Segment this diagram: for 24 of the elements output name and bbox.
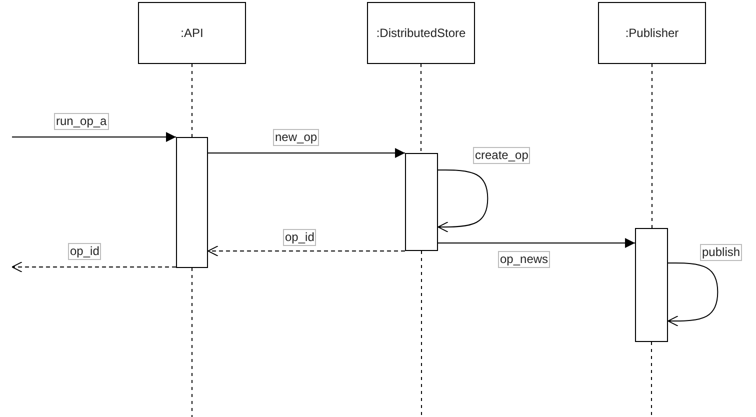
message-label: create_op — [473, 147, 530, 164]
message-arrow — [208, 246, 406, 256]
lifeline — [420, 64, 422, 154]
message-label: run_op_a — [54, 113, 109, 130]
message-arrow — [12, 132, 176, 142]
participant-name: :API — [180, 26, 204, 40]
self-call-arrow — [668, 262, 718, 326]
message-label: op_id — [283, 229, 316, 246]
participant-name: :Publisher — [625, 26, 679, 40]
activation-bar — [405, 153, 438, 251]
message-label: op_news — [498, 251, 550, 268]
self-call-arrow — [438, 170, 488, 232]
message-arrow — [438, 238, 636, 248]
lifeline-header-box — [367, 2, 475, 64]
lifeline-header-box — [138, 2, 246, 64]
lifeline-header-box — [598, 2, 706, 64]
activation-bar — [176, 137, 208, 268]
message-label: new_op — [273, 129, 320, 146]
message-arrow — [12, 262, 176, 272]
message-arrow — [208, 148, 406, 158]
message-label: publish — [700, 244, 742, 261]
participant-name: :DistributedStore — [376, 26, 466, 40]
message-label: op_id — [68, 243, 102, 260]
activation-bar — [635, 228, 668, 342]
